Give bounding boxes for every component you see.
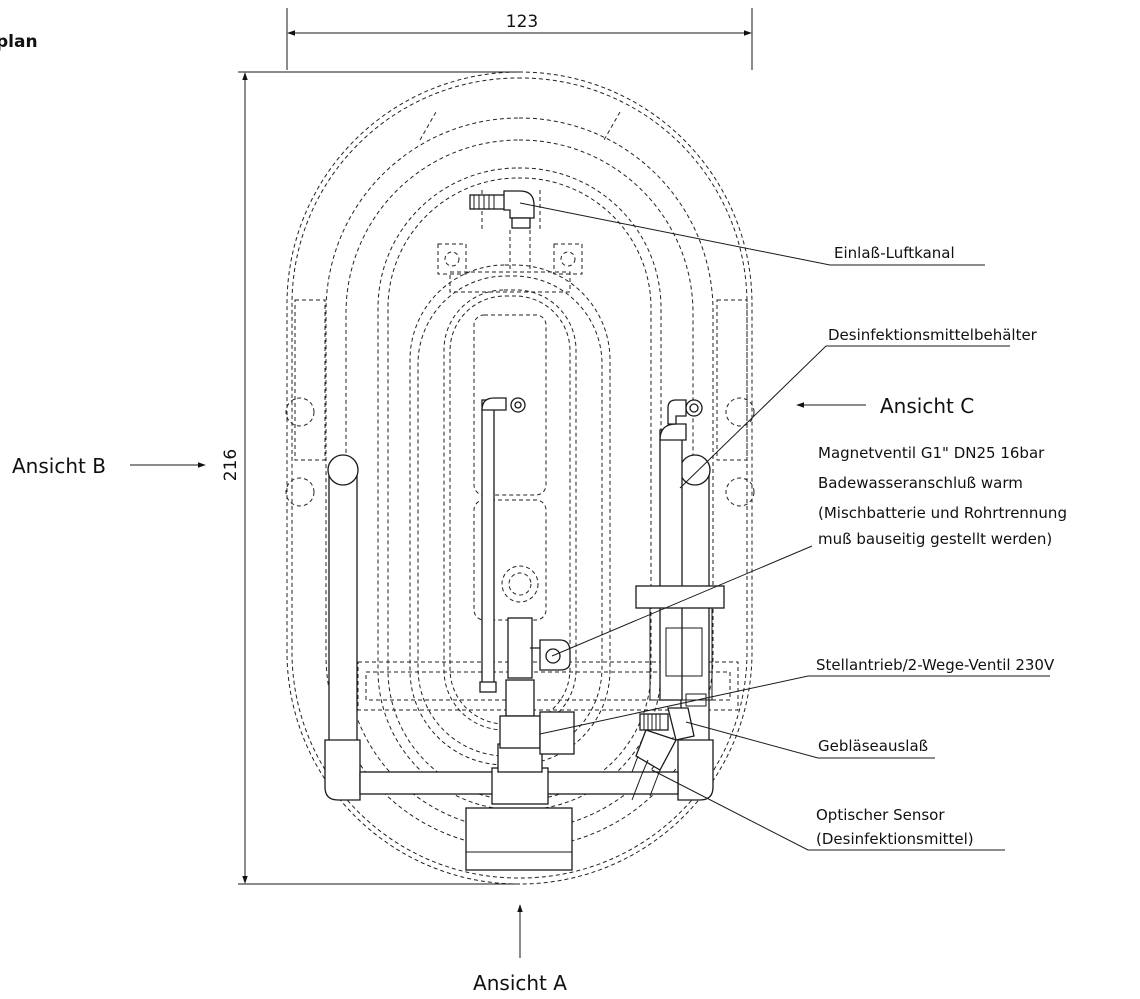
bottom-manifold <box>359 743 679 805</box>
callout-sensor-sub: (Desinfektionsmittel) <box>816 830 974 848</box>
right-supply-pipe <box>677 454 714 801</box>
callout-geblaese: Gebläseauslaß <box>818 737 928 755</box>
length-dimension: 216 <box>221 71 520 885</box>
left-supply-pipe <box>324 454 361 801</box>
view-a-label: Ansicht A <box>473 971 567 995</box>
callout-mischbatterie: (Mischbatterie und Rohrtrennung <box>818 504 1067 522</box>
callout-badewasser: Badewasseranschluß warm <box>818 474 1023 492</box>
central-riser <box>479 397 575 755</box>
control-box <box>465 807 573 871</box>
length-value: 216 <box>221 449 241 481</box>
callout-bauseitig: muß bauseitig gestellt werden) <box>818 530 1052 548</box>
callout-stellantrieb: Stellantrieb/2-Wege-Ventil 230V <box>816 656 1055 674</box>
title-fragment: plan <box>0 32 38 52</box>
disinfectant-assembly <box>631 399 725 801</box>
view-arrows <box>130 402 866 958</box>
leader-lines <box>519 202 1050 851</box>
callout-desinf-behaelter: Desinfektionsmittelbehälter <box>828 326 1038 344</box>
width-value: 123 <box>506 12 538 32</box>
air-inlet-elbow <box>469 190 535 229</box>
view-b-label: Ansicht B <box>12 454 106 478</box>
callout-einlass: Einlaß-Luftkanal <box>834 244 955 262</box>
callout-sensor: Optischer Sensor <box>816 806 945 824</box>
width-dimension: 123 <box>286 8 753 70</box>
callout-magnetventil: Magnetventil G1" DN25 16bar <box>818 444 1045 462</box>
view-c-label: Ansicht C <box>880 394 974 418</box>
